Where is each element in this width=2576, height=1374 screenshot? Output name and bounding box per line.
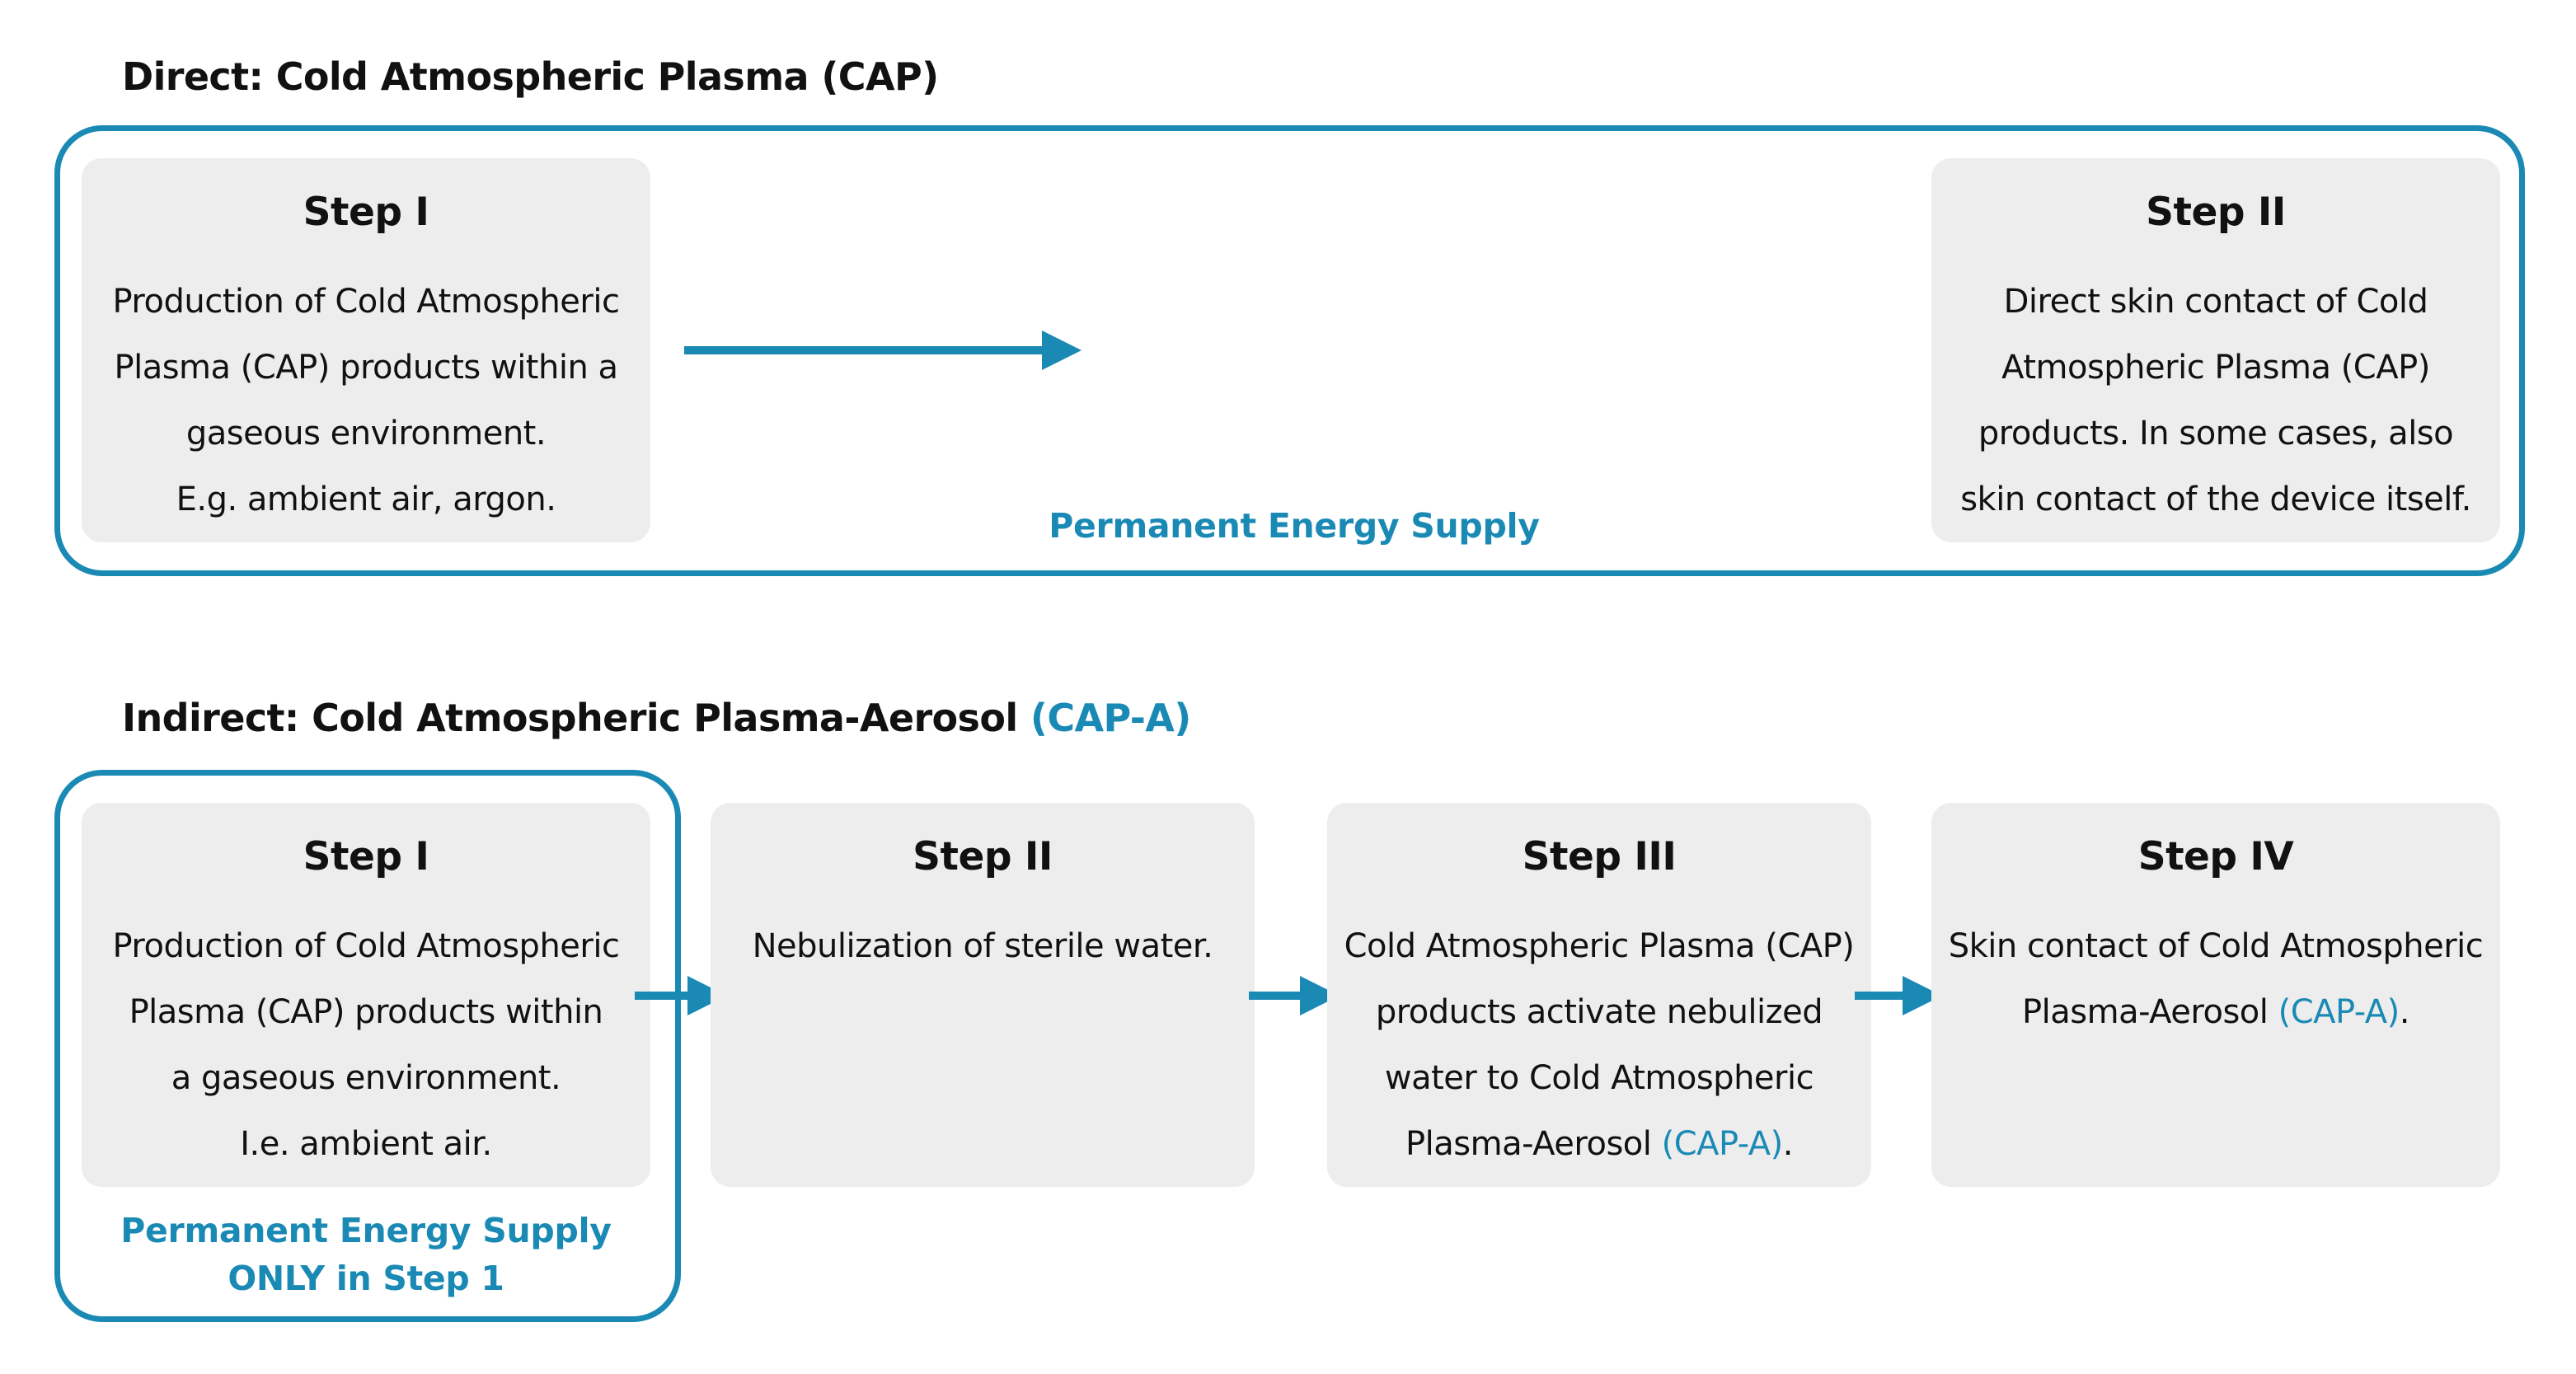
indirect-step-3-title: Step III bbox=[1522, 834, 1677, 879]
direct-energy-label: Permanent Energy Supply bbox=[1049, 506, 1540, 546]
direct-step-2-title: Step II bbox=[2146, 190, 2286, 235]
indirect-step-1-title: Step I bbox=[303, 834, 429, 879]
direct-energy-frame bbox=[54, 125, 2525, 576]
direct-step-1-box: Step I Production of Cold Atmospheric Pl… bbox=[82, 158, 650, 542]
indirect-step-3-box: Step III Cold Atmospheric Plasma (CAP) p… bbox=[1327, 803, 1871, 1187]
direct-arrow-icon bbox=[684, 331, 1082, 370]
direct-step-2-box: Step II Direct skin contact of Cold Atmo… bbox=[1931, 158, 2500, 542]
indirect-step-2-title: Step II bbox=[913, 834, 1053, 879]
indirect-title-text: Indirect: Cold Atmospheric Plasma-Aeroso… bbox=[122, 696, 1030, 740]
indirect-step-2-text: Nebulization of sterile water. bbox=[752, 927, 1213, 965]
indirect-step-1-text: Production of Cold Atmospheric Plasma (C… bbox=[112, 927, 620, 1163]
indirect-step-2-box: Step II Nebulization of sterile water. bbox=[711, 803, 1255, 1187]
direct-section-title: Direct: Cold Atmospheric Plasma (CAP) bbox=[122, 54, 939, 99]
indirect-section-title: Indirect: Cold Atmospheric Plasma-Aeroso… bbox=[122, 696, 1191, 740]
indirect-step-1-box: Step I Production of Cold Atmospheric Pl… bbox=[82, 803, 650, 1187]
indirect-energy-label: Permanent Energy Supply ONLY in Step 1 bbox=[120, 1211, 612, 1298]
indirect-arrow-1-icon bbox=[635, 976, 727, 1015]
indirect-arrow-3-icon bbox=[1855, 976, 1942, 1015]
cap-a-accent: (CAP-A) bbox=[1661, 1125, 1784, 1163]
direct-step-1-text: Production of Cold Atmospheric Plasma (C… bbox=[112, 283, 620, 518]
indirect-arrow-2-icon bbox=[1249, 976, 1340, 1015]
indirect-step-4-text: Skin contact of Cold Atmospheric Plasma-… bbox=[1948, 927, 2484, 1031]
direct-step-2-text: Direct skin contact of Cold Atmospheric … bbox=[1960, 283, 2471, 518]
indirect-step-4-title: Step IV bbox=[2137, 834, 2294, 879]
indirect-title-accent: (CAP-A) bbox=[1030, 696, 1191, 740]
indirect-step-3-text: Cold Atmospheric Plasma (CAP) products a… bbox=[1344, 927, 1855, 1163]
indirect-step-4-box: Step IV Skin contact of Cold Atmospheric… bbox=[1931, 803, 2500, 1187]
indirect-energy-frame bbox=[54, 770, 681, 1322]
direct-step-1-title: Step I bbox=[303, 190, 429, 235]
cap-a-accent: (CAP-A) bbox=[2278, 993, 2400, 1031]
